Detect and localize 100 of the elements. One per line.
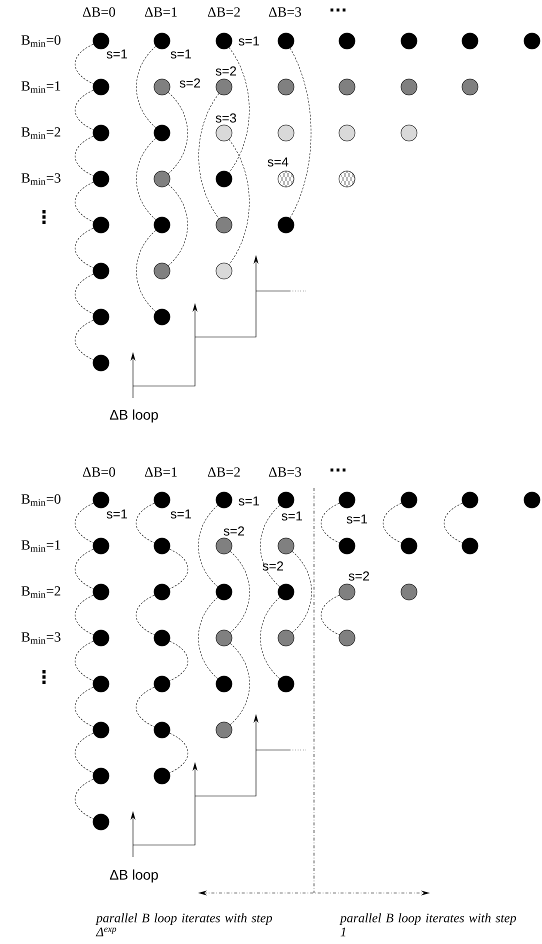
- dashed-curve: [136, 595, 155, 635]
- column-header: ΔB=2: [208, 467, 240, 477]
- dot: [92, 768, 110, 784]
- dot: [216, 216, 232, 234]
- ellipsis: ...: [330, 8, 346, 12]
- dot: [278, 32, 294, 50]
- dashed-curve: [74, 44, 94, 84]
- dot: [462, 492, 478, 508]
- dot: [338, 538, 356, 554]
- dot: [154, 492, 170, 508]
- dashed-curve: [136, 230, 156, 312]
- dot: [154, 78, 170, 96]
- dot: [278, 630, 294, 646]
- row-label: B$_{min}$=2: [21, 127, 60, 139]
- column-header: ΔB=2: [208, 7, 240, 17]
- loop-label: ΔB loop: [110, 409, 158, 423]
- step-label: s=3: [216, 113, 236, 123]
- dot: [154, 32, 170, 50]
- dot: [278, 78, 294, 96]
- dot: [92, 630, 110, 646]
- dashed-curve: [74, 503, 94, 543]
- dashed-curve: [74, 687, 94, 727]
- step-label: s=4: [268, 157, 288, 167]
- dot: [154, 170, 170, 188]
- dot: [92, 676, 110, 692]
- dot: [154, 584, 170, 600]
- dot: [216, 78, 232, 96]
- step-label: s=1: [346, 514, 368, 524]
- dashed-curve: [74, 320, 94, 360]
- step-label: s=1: [282, 511, 302, 521]
- dot: [154, 308, 170, 326]
- step-label: s=2: [262, 561, 283, 571]
- dashed-curve: [290, 48, 312, 218]
- dashed-curve: [168, 92, 188, 174]
- dot: [92, 538, 110, 554]
- dashed-curve: [74, 549, 94, 589]
- dot: [216, 630, 232, 646]
- dot: [278, 584, 294, 600]
- dot: [400, 124, 418, 142]
- dashed-curve: [74, 90, 94, 130]
- step-label: s=1: [106, 509, 128, 519]
- step-label: s=2: [224, 526, 244, 536]
- step-label: s=1: [106, 49, 128, 59]
- dashed-curve: [169, 641, 188, 681]
- row-label: B$_{min}$=1: [21, 81, 60, 93]
- dot: [462, 32, 478, 50]
- dashed-curve: [74, 595, 94, 635]
- dashed-curve: [320, 595, 340, 635]
- step-label: s=2: [180, 78, 200, 88]
- dashed-curve: [320, 503, 340, 543]
- row-label: B$_{min}$=0: [21, 494, 60, 506]
- ellipsis: ⋮: [42, 210, 46, 224]
- dot: [92, 584, 110, 600]
- dashed-curve: [74, 136, 94, 176]
- dot: [338, 170, 356, 188]
- dashed-curve: [168, 184, 188, 266]
- dot: [92, 78, 110, 96]
- ellipsis: ⋮: [42, 670, 46, 684]
- step-label: s=1: [238, 36, 260, 46]
- dot: [338, 584, 356, 600]
- step-label: s=1: [238, 496, 260, 506]
- dashed-curve: [230, 643, 250, 725]
- dot: [154, 722, 170, 738]
- dot: [462, 538, 478, 554]
- dot: [154, 216, 170, 234]
- dot: [338, 32, 356, 50]
- column-header: ΔB=0: [82, 467, 116, 477]
- dot: [400, 538, 418, 554]
- step-label: s=2: [348, 571, 369, 581]
- dashed-curve: [260, 505, 280, 587]
- dot: [462, 78, 478, 96]
- dot: [216, 124, 232, 142]
- dashed-curve: [74, 733, 94, 773]
- step-label: s=2: [216, 66, 236, 76]
- ellipsis: ...: [330, 468, 346, 472]
- dot: [400, 584, 418, 600]
- dot: [92, 722, 110, 738]
- dot: [92, 492, 110, 508]
- dot: [400, 32, 418, 50]
- dot: [400, 492, 418, 508]
- dot: [278, 538, 294, 554]
- dashed-curve: [74, 779, 94, 819]
- dot: [92, 354, 110, 372]
- dot: [278, 492, 294, 508]
- dashed-curve: [169, 549, 188, 589]
- dashed-curve: [198, 505, 218, 587]
- dot: [92, 262, 110, 280]
- column-header: ΔB=3: [268, 7, 302, 17]
- dot: [92, 308, 110, 326]
- row-label: B$_{min}$=3: [21, 632, 60, 644]
- step-label: s=1: [170, 49, 192, 59]
- dot: [154, 630, 170, 646]
- dot: [216, 722, 232, 738]
- dot: [338, 492, 356, 508]
- dashed-curve: [292, 551, 312, 633]
- dot: [278, 216, 294, 234]
- dashed-curve: [228, 139, 250, 265]
- dot: [216, 32, 232, 50]
- dashed-curve: [260, 597, 280, 679]
- dot: [216, 584, 232, 600]
